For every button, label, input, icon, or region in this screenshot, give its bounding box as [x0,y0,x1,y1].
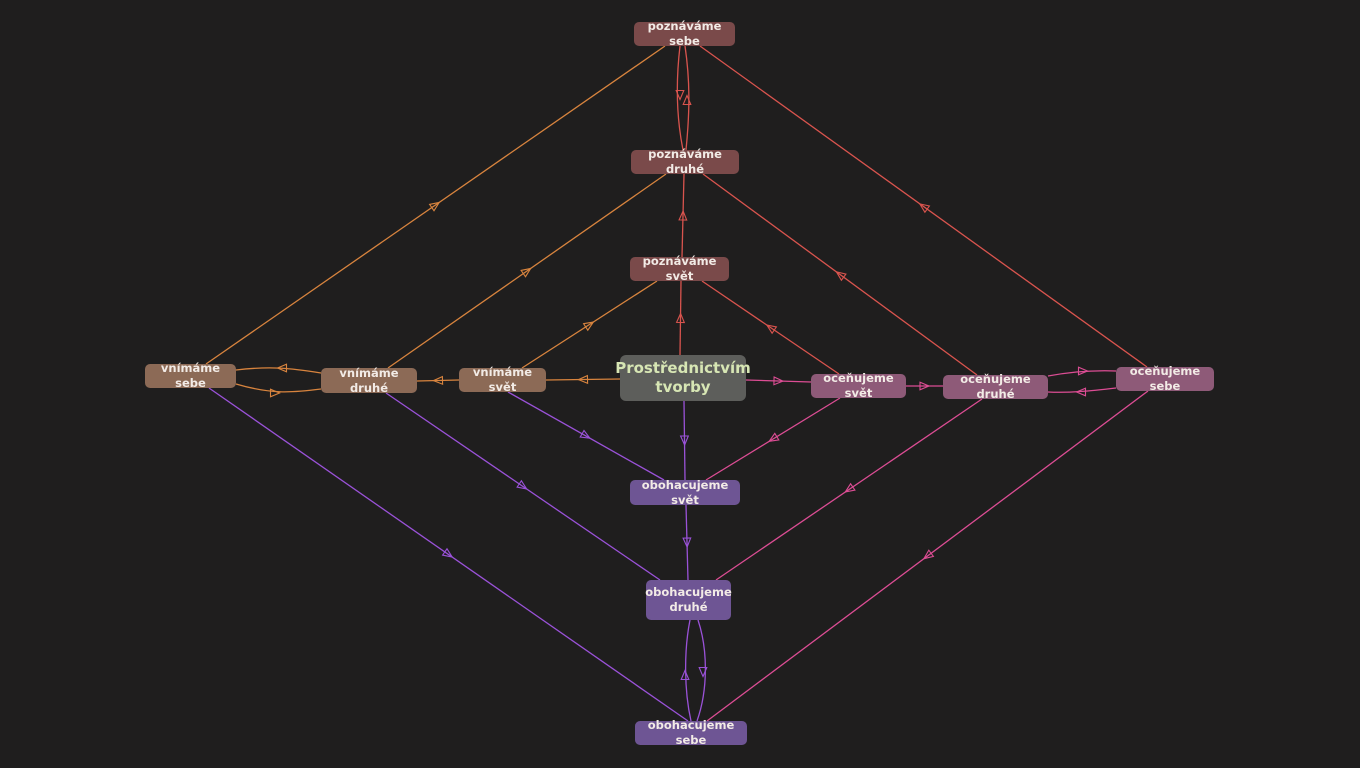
arrow-marker [698,666,708,678]
edge-line [205,45,666,365]
arrow-marker [682,94,692,106]
edge-curve [676,45,684,151]
arrow-marker [428,201,441,212]
arrow-marker [835,270,847,282]
edge-line [715,398,983,581]
edge-line [507,391,665,481]
node-ocenujeme-svet[interactable]: oceňujeme svět [811,371,906,400]
edge-curve [684,619,692,722]
arrow-marker [520,267,532,278]
arrow-marker [773,376,785,386]
edge-line [385,392,661,581]
edge-line [701,280,840,375]
edge-line [705,397,841,481]
edge-line [706,390,1149,722]
edge-curve [1047,387,1117,393]
arrow-marker [1077,366,1089,376]
node-poznavame-sebe[interactable]: poznáváme sebe [634,19,735,48]
arrow-marker [675,312,686,324]
node-obohacujeme-druhe[interactable]: obohacujeme druhé [645,580,732,620]
edge-line [416,379,460,382]
node-vnimame-svet[interactable]: vnímáme svět [459,365,546,394]
edge-line [679,280,682,356]
arrow-marker [276,363,288,373]
node-ocenujeme-sebe[interactable]: oceňujeme sebe [1116,364,1214,393]
edge-line [681,173,685,258]
node-poznavame-druhe[interactable]: poznáváme druhé [631,147,739,176]
node-ocenujeme-druhe[interactable]: oceňujeme druhé [943,372,1048,401]
arrow-marker [918,203,931,214]
edge-curve [235,367,322,374]
arrow-marker [922,549,935,560]
arrow-marker [680,669,690,681]
edge-line [702,173,978,376]
node-obohacujeme-sebe[interactable]: obohacujeme sebe [635,718,747,747]
node-obohacujeme-svet[interactable]: obohacujeme svět [630,478,740,507]
center-node[interactable]: Prostřednictvím tvorby [615,355,751,401]
arrow-marker [679,435,690,447]
arrow-marker [682,537,692,549]
arrow-marker [441,547,454,558]
arrow-marker [844,482,856,493]
arrow-marker [675,89,685,101]
arrow-marker [269,388,281,398]
arrow-marker [678,209,688,221]
edge-curve [1047,370,1117,377]
edge-curve [684,45,690,151]
arrow-marker [582,321,595,332]
edge-line [683,400,686,481]
arrow-marker [516,479,528,490]
edge-line [685,504,689,581]
edge-curve [696,619,706,722]
node-poznavame-svet[interactable]: poznáváme svět [630,254,729,283]
edge-line [387,173,667,369]
arrow-marker [432,375,444,386]
edge-line [745,379,812,383]
arrow-marker [579,429,592,439]
edge-line [699,45,1148,368]
arrow-marker [919,381,931,391]
arrow-marker [765,324,778,335]
edge-line [521,280,658,369]
edge-line [208,387,689,722]
edge-curve [235,383,322,393]
edge-line [545,378,621,381]
arrow-marker [1075,387,1087,397]
arrow-marker [768,432,780,443]
node-vnimame-druhe[interactable]: vnímáme druhé [321,366,417,395]
arrow-marker [577,374,589,385]
node-vnimame-sebe[interactable]: vnímáme sebe [145,361,236,390]
